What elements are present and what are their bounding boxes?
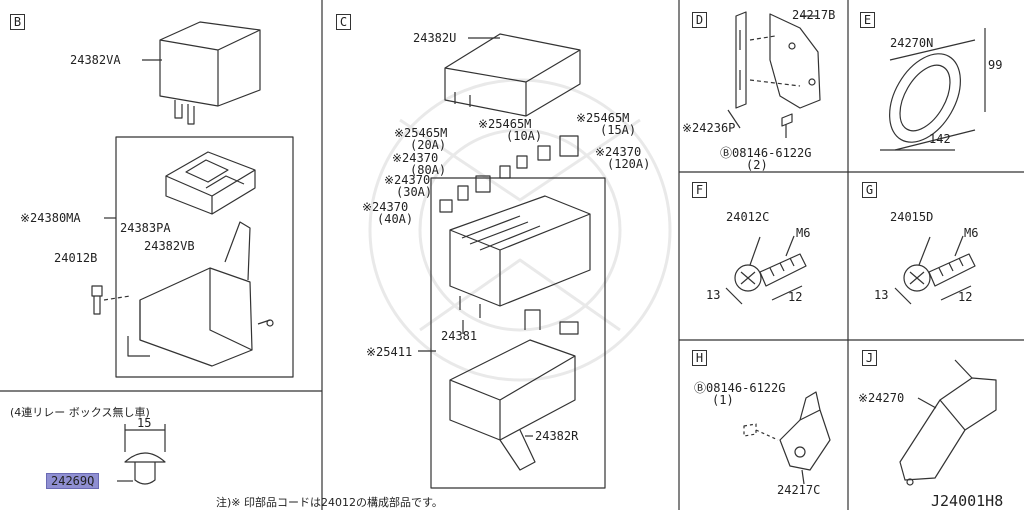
grommet-width-dim: 142 <box>929 132 951 146</box>
part-24236p[interactable]: ※24236P <box>682 121 736 135</box>
part-25465m-10a-rating: (10A) <box>506 129 543 143</box>
f-12-dim: 12 <box>788 290 803 304</box>
fuse-box-cover <box>445 34 580 116</box>
clip-24012c <box>735 254 806 291</box>
part-d-bolt-qty: (2) <box>746 158 768 172</box>
clip-24015d <box>904 254 975 291</box>
grommet-height-dim: 99 <box>988 58 1003 72</box>
g-12-dim: 12 <box>958 290 973 304</box>
part-24370-80a-rating: (80A) <box>410 163 447 177</box>
part-24370-30a[interactable]: ※24370 <box>384 173 431 187</box>
part-24382u[interactable]: 24382U <box>413 31 457 45</box>
bracket-24217b <box>770 14 820 108</box>
part-h-bolt-qty: (1) <box>712 393 734 407</box>
part-25411[interactable]: ※25411 <box>366 345 413 359</box>
clip-width-dim: 15 <box>137 416 152 430</box>
part-24270n[interactable]: 24270N <box>890 36 934 50</box>
section-b-tag: B <box>10 14 25 30</box>
part-25465m-10a[interactable]: ※25465M <box>478 117 532 131</box>
part-25465m-20a[interactable]: ※25465M <box>394 126 448 140</box>
footnote: 注)※ 印部品コードは24012の構成部品です。 <box>216 496 443 509</box>
f-13-dim: 13 <box>706 288 721 302</box>
fuse-box-lower-bracket <box>450 310 578 470</box>
bracket-24217c <box>780 392 830 470</box>
section-f-tag: F <box>692 182 707 198</box>
section-c-tag: C <box>336 14 351 30</box>
part-25465m-15a-rating: (15A) <box>600 123 637 137</box>
clip-24269q <box>125 424 165 484</box>
part-24269q-highlighted[interactable]: 24269Q <box>46 473 100 489</box>
g-13-dim: 13 <box>874 288 889 302</box>
part-24382va[interactable]: 24382VA <box>70 53 121 67</box>
diagram-code: J24001H8 <box>931 492 1004 510</box>
part-24380ma[interactable]: ※24380MA <box>20 211 81 225</box>
part-24382r[interactable]: 24382R <box>535 429 579 443</box>
section-g-tag: G <box>862 182 877 198</box>
section-h-tag: H <box>692 350 707 366</box>
relay-box-cover <box>160 22 260 124</box>
part-24270[interactable]: ※24270 <box>858 391 905 405</box>
part-25465m-20a-rating: (20A) <box>410 138 447 152</box>
bolt-24012b <box>92 286 102 314</box>
part-24217c[interactable]: 24217C <box>777 483 821 497</box>
part-24370-40a-rating: (40A) <box>377 212 414 226</box>
no-relay-box-note: (4連リレー ボックス無し車) <box>10 406 150 419</box>
part-24015d[interactable]: 24015D <box>890 210 934 224</box>
relay-block <box>166 152 255 214</box>
part-d-bolt[interactable]: Ⓑ08146-6122G <box>720 146 812 160</box>
section-e-tag: E <box>860 12 875 28</box>
part-24381[interactable]: 24381 <box>441 329 478 343</box>
part-h-bolt[interactable]: Ⓑ08146-6122G <box>694 381 786 395</box>
grommet-24270-j <box>900 360 996 485</box>
section-d-tag: D <box>692 12 707 28</box>
part-24383pa[interactable]: 24383PA <box>120 221 171 235</box>
part-24012c[interactable]: 24012C <box>726 210 770 224</box>
part-24370-80a[interactable]: ※24370 <box>392 151 439 165</box>
part-24370-40a[interactable]: ※24370 <box>362 200 409 214</box>
part-24370-120a-rating: (120A) <box>607 157 651 171</box>
section-j-tag: J <box>862 350 877 366</box>
f-thread-dim: M6 <box>796 226 811 240</box>
part-24370-120a[interactable]: ※24370 <box>595 145 642 159</box>
part-24382vb[interactable]: 24382VB <box>144 239 195 253</box>
relay-box-lower <box>128 222 273 366</box>
part-25465m-15a[interactable]: ※25465M <box>576 111 630 125</box>
grommet-24270n <box>875 40 975 155</box>
part-24370-30a-rating: (30A) <box>396 185 433 199</box>
fuse-block <box>450 196 590 318</box>
part-24217b[interactable]: 24217B <box>792 8 836 22</box>
part-24012b[interactable]: 24012B <box>54 251 98 265</box>
watermark-emblem <box>370 80 670 380</box>
bracket-24236p <box>736 12 746 108</box>
g-thread-dim: M6 <box>964 226 979 240</box>
